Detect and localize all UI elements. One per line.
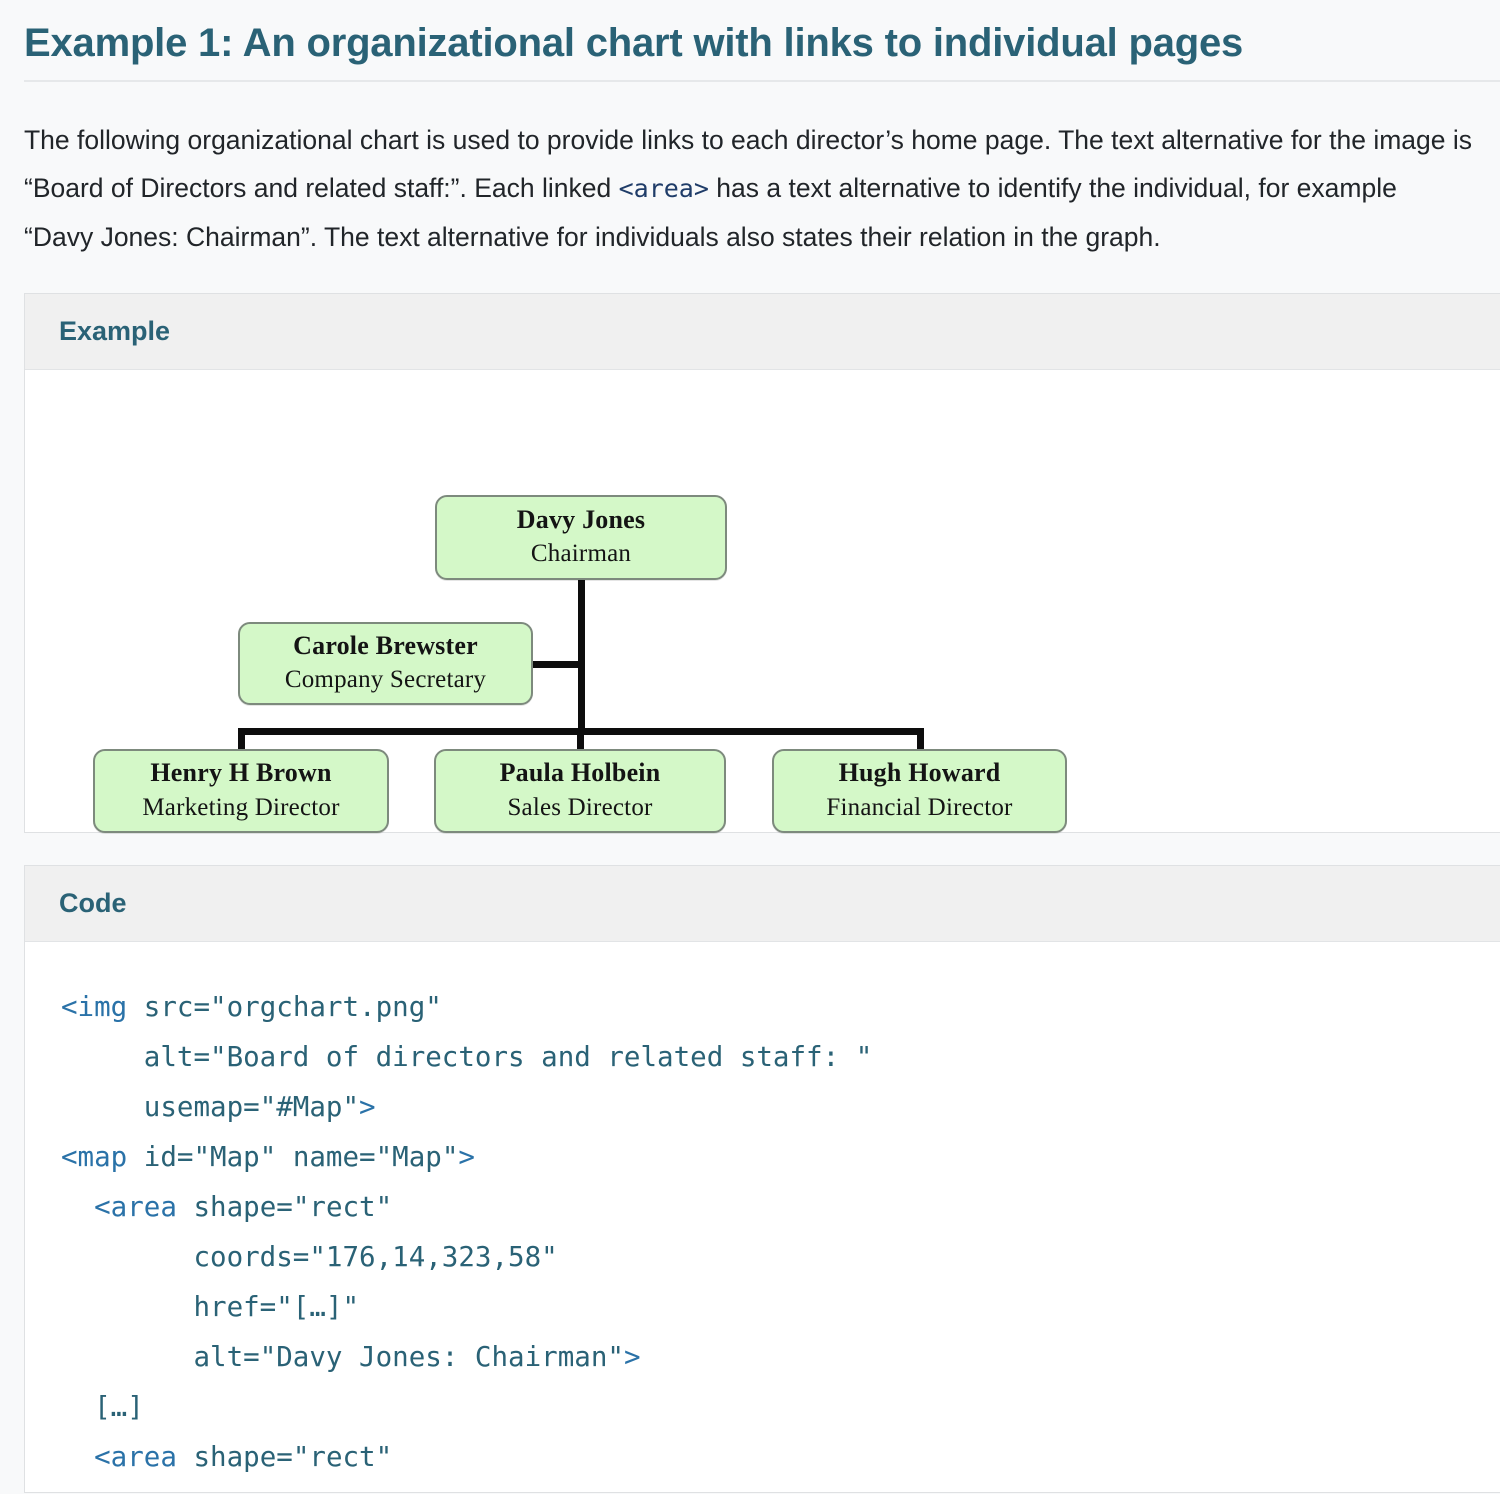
edge-to-financial bbox=[917, 728, 924, 749]
code-line: […] bbox=[61, 1382, 1500, 1432]
edge-to-marketing bbox=[238, 728, 245, 749]
code-line: alt="Board of directors and related staf… bbox=[61, 1032, 1500, 1082]
code-token-tag: <area bbox=[94, 1191, 177, 1223]
code-token-tag: <map bbox=[61, 1141, 128, 1173]
inline-code-area: <area> bbox=[618, 174, 709, 203]
code-token-plain: […] bbox=[61, 1391, 144, 1423]
code-token-plain bbox=[61, 1441, 94, 1473]
code-token-val: "rect" bbox=[292, 1191, 393, 1223]
page-root: Example 1: An organizational chart with … bbox=[0, 20, 1500, 1493]
code-token-plain: shape= bbox=[176, 1441, 293, 1473]
intro-text-part4: “Davy Jones: Chairman”. The text alterna… bbox=[24, 222, 1161, 252]
code-line: <area shape="rect" bbox=[61, 1182, 1500, 1232]
intro-text-part2: “Board of Directors and related staff:”.… bbox=[24, 173, 619, 203]
code-token-val: "rect" bbox=[292, 1441, 393, 1473]
code-panel: Code <img src="orgchart.png" alt="Board … bbox=[24, 865, 1500, 1493]
code-token-tag: <img bbox=[61, 991, 128, 1023]
intro-text-part1: The following organizational chart is us… bbox=[24, 125, 1472, 155]
intro-paragraph-line2: “Board of Directors and related staff:”.… bbox=[24, 164, 1500, 213]
code-line: usemap="#Map"> bbox=[61, 1082, 1500, 1132]
code-token-tag: <area bbox=[94, 1441, 177, 1473]
code-token-plain: shape= bbox=[176, 1191, 293, 1223]
code-token-val: "176,14,323,58" bbox=[309, 1241, 558, 1273]
code-token-val: "Board of directors and related staff: " bbox=[210, 1041, 873, 1073]
code-token-plain: alt= bbox=[61, 1341, 260, 1373]
code-line: alt="Davy Jones: Chairman"> bbox=[61, 1332, 1500, 1382]
code-token-val: "#Map" bbox=[259, 1091, 360, 1123]
code-token-plain: usemap= bbox=[61, 1091, 260, 1123]
code-token-plain: alt= bbox=[61, 1041, 211, 1073]
code-line: href="[…]" bbox=[61, 1282, 1500, 1332]
code-token-plain: name= bbox=[276, 1141, 376, 1173]
code-line: <map id="Map" name="Map"> bbox=[61, 1132, 1500, 1182]
orgchart-node-title: Marketing Director bbox=[142, 793, 340, 821]
orgchart-node-name: Paula Holbein bbox=[499, 758, 661, 788]
intro-text-part3: has a text alternative to identify the i… bbox=[708, 173, 1397, 203]
code-token-plain bbox=[61, 1191, 94, 1223]
edge-to-secretary bbox=[533, 661, 578, 668]
code-token-tag: > bbox=[458, 1141, 475, 1173]
orgchart-node-name: Henry H Brown bbox=[150, 758, 332, 788]
edge-to-sales bbox=[577, 728, 584, 749]
orgchart-node-title: Company Secretary bbox=[284, 666, 487, 694]
example-panel-title: Example bbox=[25, 294, 1500, 370]
code-line: <area shape="rect" bbox=[61, 1432, 1500, 1482]
intro-paragraph: The following organizational chart is us… bbox=[24, 116, 1500, 164]
edge-trunk-vertical bbox=[578, 580, 585, 735]
code-token-val: "Map" bbox=[193, 1141, 277, 1173]
code-token-val: "[…]" bbox=[276, 1291, 360, 1323]
code-token-val: "orgchart.png" bbox=[210, 991, 442, 1023]
orgchart-node-title: Sales Director bbox=[507, 793, 653, 821]
orgchart-node-title: Financial Director bbox=[826, 793, 1013, 821]
code-line: coords="176,14,323,58" bbox=[61, 1232, 1500, 1282]
code-token-plain: id= bbox=[127, 1141, 194, 1173]
code-token-tag: > bbox=[359, 1091, 376, 1123]
orgchart-node-name: Hugh Howard bbox=[838, 758, 1001, 788]
orgchart-node-title: Chairman bbox=[530, 540, 632, 568]
page-title: Example 1: An organizational chart with … bbox=[24, 20, 1500, 82]
code-token-tag: > bbox=[623, 1341, 641, 1373]
code-token-plain: src= bbox=[127, 991, 211, 1023]
intro-paragraph-line3: “Davy Jones: Chairman”. The text alterna… bbox=[24, 213, 1500, 261]
code-token-val: "Davy Jones: Chairman" bbox=[259, 1341, 624, 1373]
code-panel-title: Code bbox=[25, 866, 1500, 942]
code-line: <img src="orgchart.png" bbox=[61, 982, 1500, 1032]
orgchart-node-name: Carole Brewster bbox=[293, 630, 478, 660]
code-token-plain: href= bbox=[61, 1291, 277, 1323]
code-token-val: "Map" bbox=[375, 1141, 459, 1173]
orgchart-node-name: Davy Jones bbox=[516, 504, 646, 534]
code-snippet: <img src="orgchart.png" alt="Board of di… bbox=[25, 942, 1500, 1492]
code-token-plain: coords= bbox=[61, 1241, 310, 1273]
